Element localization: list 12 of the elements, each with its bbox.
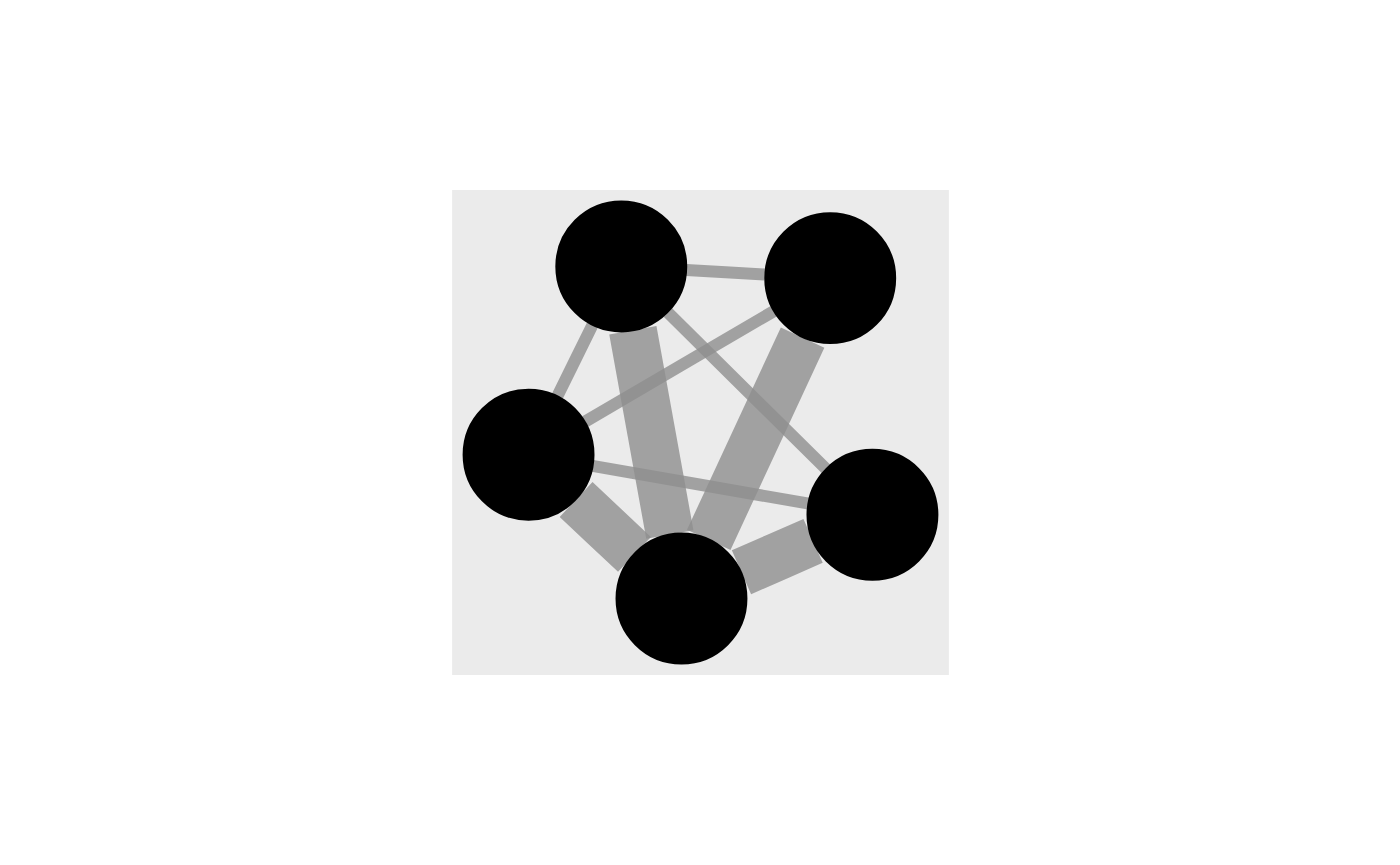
node-circle <box>806 448 938 581</box>
connector <box>559 482 651 572</box>
node-circle <box>554 200 687 333</box>
node-circle <box>462 388 594 521</box>
connector <box>551 321 598 399</box>
connector <box>731 518 823 595</box>
node-circle <box>615 532 747 665</box>
connector <box>590 460 810 510</box>
connector <box>685 264 765 281</box>
connector <box>581 306 777 427</box>
node-circle <box>763 212 896 345</box>
connector <box>663 308 831 474</box>
